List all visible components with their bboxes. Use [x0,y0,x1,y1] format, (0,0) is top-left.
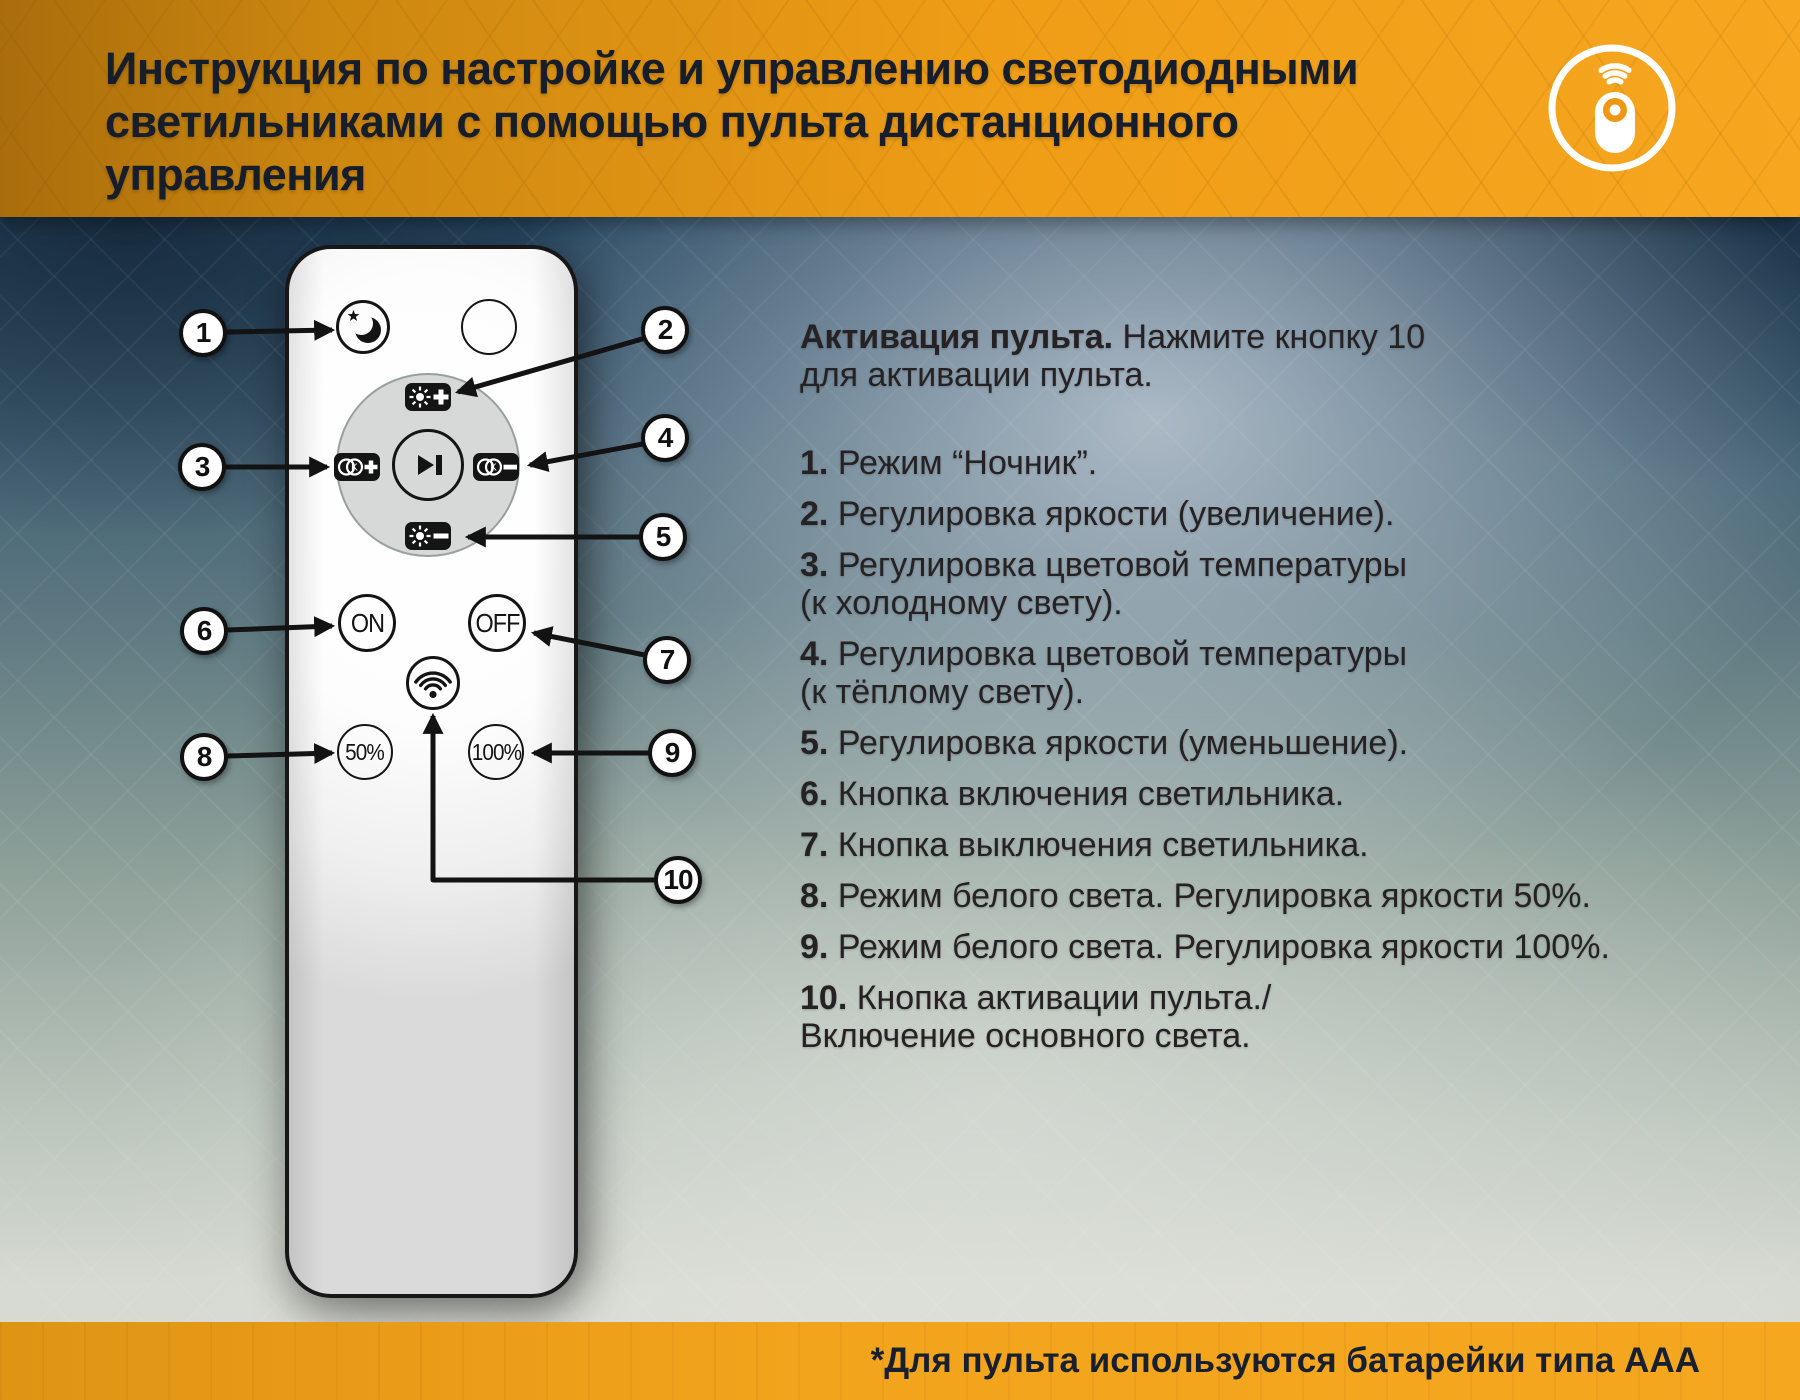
item-number: 8. [800,877,829,915]
instruction-item: 7. Кнопка выключения светильника. [800,826,1720,864]
remote-signal-icon [1548,44,1676,172]
play-pause-icon [418,455,442,475]
indicator-circle [461,299,517,355]
item-number: 6. [800,775,829,813]
item-text: Кнопка активации пульта./ Включение осно… [800,979,1272,1055]
off-button: OFF [468,594,526,652]
item-text: Регулировка цветовой температуры (к тёпл… [800,635,1408,711]
item-number: 7. [800,826,829,864]
header: Инструкция по настройке и управлению све… [0,0,1800,217]
footer: *Для пульта используются батарейки типа … [0,1322,1800,1400]
instruction-item: 8. Режим белого света. Регулировка яркос… [800,877,1720,915]
svg-text:K: K [490,463,497,474]
callout-7: 7 [643,636,691,684]
brightness-50-label: 50% [345,738,386,765]
instruction-item: 5. Регулировка яркости (уменьшение). [800,724,1720,762]
activation-intro-lead: Активация пульта. [800,318,1114,356]
callout-10: 10 [654,856,702,904]
sun-minus-icon [409,525,449,547]
page-title: Инструкция по настройке и управлению све… [105,42,1475,201]
item-text: Регулировка яркости (увеличение). [837,495,1395,533]
instruction-item: 10. Кнопка активации пульта./ Включение … [800,979,1720,1055]
title-line-2: светильниками с помощью пульта дистанцио… [105,96,1239,200]
item-number: 9. [800,928,829,966]
callout-3: 3 [178,443,226,491]
callout-1: 1 [179,309,227,357]
cct-minus-icon: K [476,458,517,476]
night-mode-button [336,300,390,354]
svg-text:K: K [351,463,358,474]
on-button-label: ON [350,607,384,638]
item-number: 5. [800,724,829,762]
instruction-item: 1. Режим “Ночник”. [800,444,1720,482]
instruction-item: 4. Регулировка цветовой температуры (к т… [800,635,1720,711]
instruction-item: 6. Кнопка включения светильника. [800,775,1720,813]
on-button: ON [338,594,396,652]
activation-button [406,656,460,710]
item-text: Режим белого света. Регулировка яркости … [837,877,1591,915]
item-number: 10. [800,979,848,1017]
battery-note: *Для пульта используются батарейки типа … [870,1341,1700,1380]
instruction-item: 3. Регулировка цветовой температуры (к х… [800,546,1720,622]
brightness-100-button: 100% [468,724,524,780]
callout-9: 9 [648,729,696,777]
item-number: 3. [800,546,829,584]
callout-2: 2 [641,306,689,354]
callout-5: 5 [639,513,687,561]
item-text: Режим “Ночник”. [837,444,1098,482]
instruction-item: 2. Регулировка яркости (увеличение). [800,495,1720,533]
cct-plus-icon: K [337,458,378,476]
brightness-down-button [405,522,451,550]
brightness-up-button [405,383,451,411]
activation-intro-text: Нажмите кнопку 10 для активации пульта. [800,318,1426,394]
activation-intro: Активация пульта. Нажмите кнопку 10 для … [800,318,1720,394]
star-moon-icon [347,309,381,343]
remote-control: K K [285,245,578,1298]
item-text: Кнопка выключения светильника. [837,826,1369,864]
sun-plus-icon [409,386,449,408]
item-text: Режим белого света. Регулировка яркости … [837,928,1610,966]
wifi-icon [414,671,452,699]
item-text: Регулировка яркости (уменьшение). [837,724,1409,762]
item-text: Кнопка включения светильника. [837,775,1345,813]
play-pause-button [392,429,464,501]
callout-6: 6 [180,607,228,655]
off-button-label: OFF [474,607,520,638]
item-number: 4. [800,635,829,673]
cct-cool-button: K [334,453,380,481]
cct-warm-button: K [473,453,519,481]
title-line-1: Инструкция по настройке и управлению све… [105,43,1359,94]
callout-4: 4 [641,414,689,462]
item-number: 1. [800,444,829,482]
brightness-100-label: 100% [471,738,521,765]
brightness-50-button: 50% [337,724,393,780]
instruction-item: 9. Режим белого света. Регулировка яркос… [800,928,1720,966]
item-number: 2. [800,495,829,533]
instructions-panel: Активация пульта. Нажмите кнопку 10 для … [800,318,1720,1068]
item-text: Регулировка цветовой температуры (к холо… [800,546,1408,622]
callout-8: 8 [180,733,228,781]
